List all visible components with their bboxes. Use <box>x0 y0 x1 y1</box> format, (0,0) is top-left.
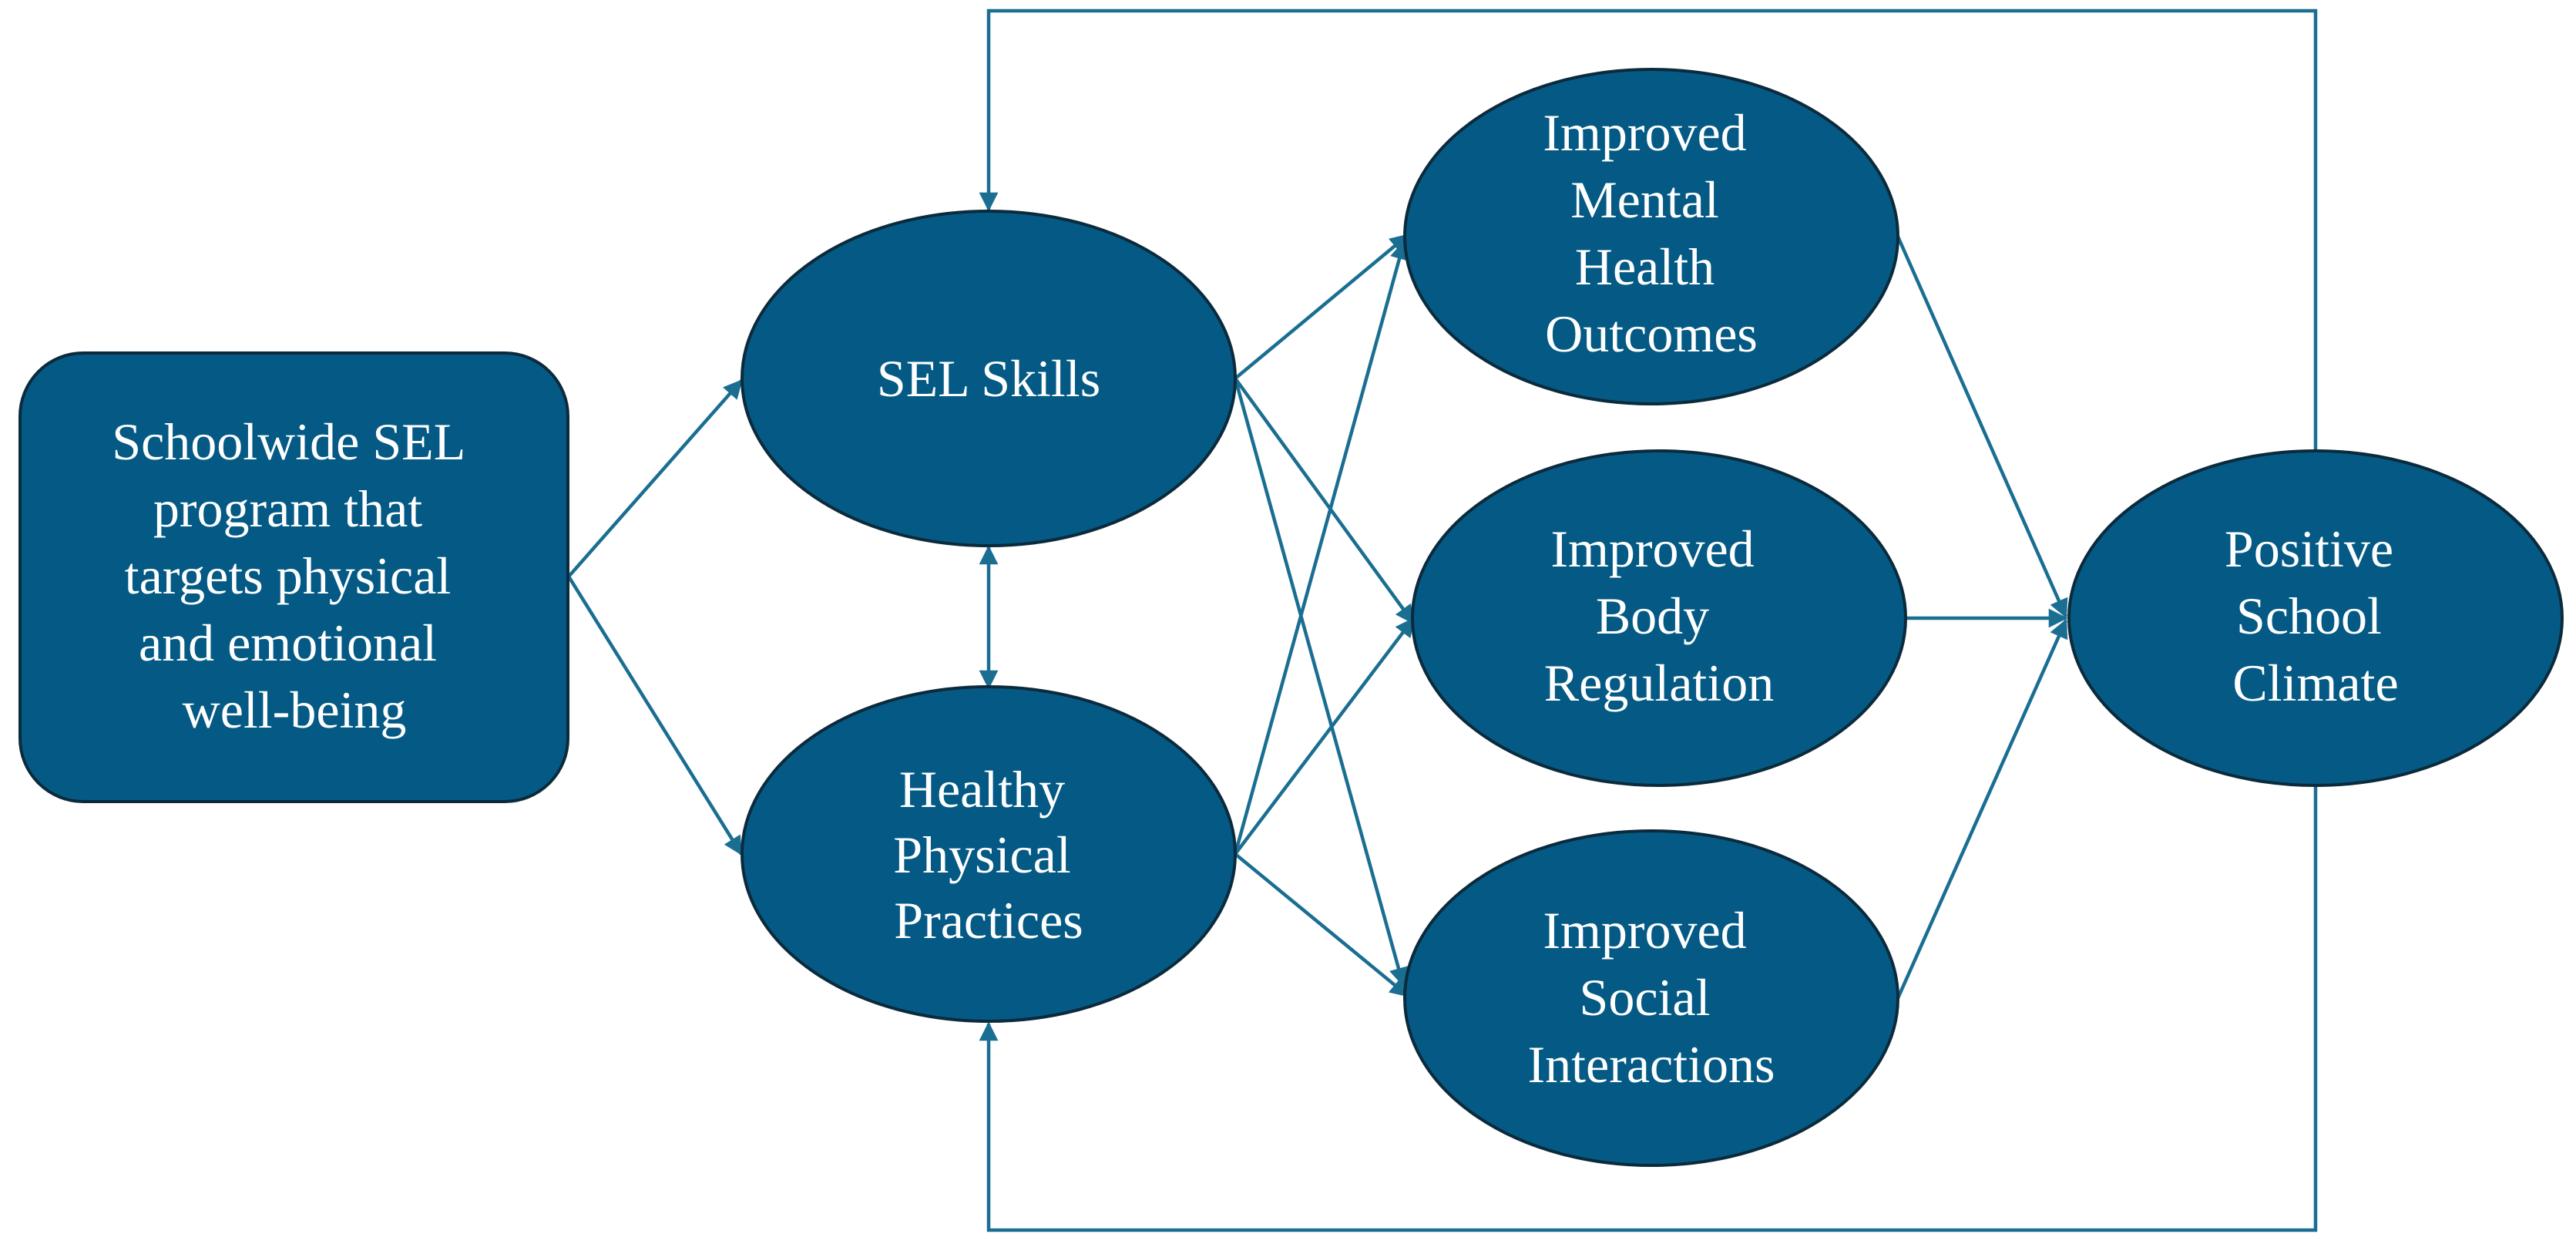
school-climate-label-line-3: Climate <box>2232 654 2398 712</box>
body-regulation-ellipse <box>1411 449 1907 787</box>
node-healthy-physical-practices: Healthy Physical Practices <box>741 685 1237 1023</box>
sel-skills-label: SEL Skills <box>877 349 1100 408</box>
arrow-program-to-healthy-physical <box>567 575 743 856</box>
arrow-sel-skills-to-body-regulation <box>1234 377 1415 625</box>
school-climate-label-line-1: Positive <box>2225 519 2393 578</box>
healthy-physical-label-line-3: Practices <box>894 891 1083 950</box>
body-regulation-label: Improved Body Regulation <box>1544 519 1774 712</box>
social-interactions-label: Improved Social Interactions <box>1528 901 1775 1094</box>
node-improved-mental-health-outcomes: Improved Mental Health Outcomes <box>1403 68 1899 405</box>
arrow-healthy-physical-to-mental-health <box>1233 240 1409 855</box>
sel-skills-label-line-1: SEL Skills <box>877 349 1100 408</box>
mental-health-label-line-2: Mental <box>1570 170 1719 229</box>
healthy-physical-ellipse <box>741 685 1237 1023</box>
social-interactions-ellipse <box>1403 829 1899 1167</box>
arrow-sel-skills-to-social-interactions <box>1233 378 1408 987</box>
body-regulation-label-line-2: Body <box>1596 587 1709 645</box>
arrow-program-to-sel-skills <box>567 379 743 578</box>
healthy-physical-label-line-2: Physical <box>893 825 1070 884</box>
mental-health-ellipse <box>1403 68 1899 405</box>
program-box-shape <box>18 351 569 803</box>
arrow-mental-health-to-school-climate <box>1896 236 2068 619</box>
arrow-healthy-physical-to-social-interactions <box>1234 852 1409 997</box>
arrow-feedback-school-climate-to-sel-skills <box>979 8 2318 451</box>
program-label-line-3: targets physical <box>125 546 452 605</box>
school-climate-ellipse <box>2067 449 2564 787</box>
body-regulation-label-line-1: Improved <box>1550 519 1754 578</box>
node-positive-school-climate: Positive School Climate <box>2067 449 2564 787</box>
social-interactions-label-line-2: Social <box>1580 968 1711 1027</box>
program-label-line-1: Schoolwide SEL <box>112 412 463 471</box>
program-label: Schoolwide SEL program that targets phys… <box>112 412 476 739</box>
social-interactions-label-line-1: Improved <box>1543 901 1746 960</box>
arrow-healthy-physical-to-body-regulation <box>1234 617 1415 856</box>
node-improved-body-regulation: Improved Body Regulation <box>1411 449 1907 787</box>
program-label-line-4: and emotional <box>139 614 437 672</box>
school-climate-label: Positive School Climate <box>2225 519 2406 712</box>
mental-health-label: Improved Mental Health Outcomes <box>1543 103 1759 363</box>
arrow-social-interactions-to-school-climate <box>1896 618 2068 999</box>
school-climate-label-line-2: School <box>2236 587 2382 645</box>
program-label-line-2: program that <box>153 479 422 538</box>
healthy-physical-label-line-1: Healthy <box>899 760 1065 819</box>
body-regulation-label-line-3: Regulation <box>1544 654 1774 712</box>
node-improved-social-interactions: Improved Social Interactions <box>1403 829 1899 1167</box>
program-label-line-5: well-being <box>183 681 407 739</box>
mental-health-label-line-4: Outcomes <box>1545 304 1758 363</box>
sel-skills-ellipse <box>741 210 1237 547</box>
mental-health-label-line-3: Health <box>1575 237 1715 296</box>
arrow-feedback-school-climate-to-healthy-physical <box>979 786 2318 1232</box>
arrow-sel-skills-to-mental-health <box>1234 234 1409 380</box>
node-sel-skills: SEL Skills <box>741 210 1237 547</box>
edges-group <box>567 8 2318 1232</box>
social-interactions-label-line-3: Interactions <box>1528 1035 1775 1094</box>
nodes-group: Schoolwide SEL program that targets phys… <box>18 68 2564 1167</box>
node-schoolwide-sel-program: Schoolwide SEL program that targets phys… <box>18 351 569 803</box>
mental-health-label-line-1: Improved <box>1543 103 1746 162</box>
healthy-physical-label: Healthy Physical Practices <box>893 760 1083 950</box>
